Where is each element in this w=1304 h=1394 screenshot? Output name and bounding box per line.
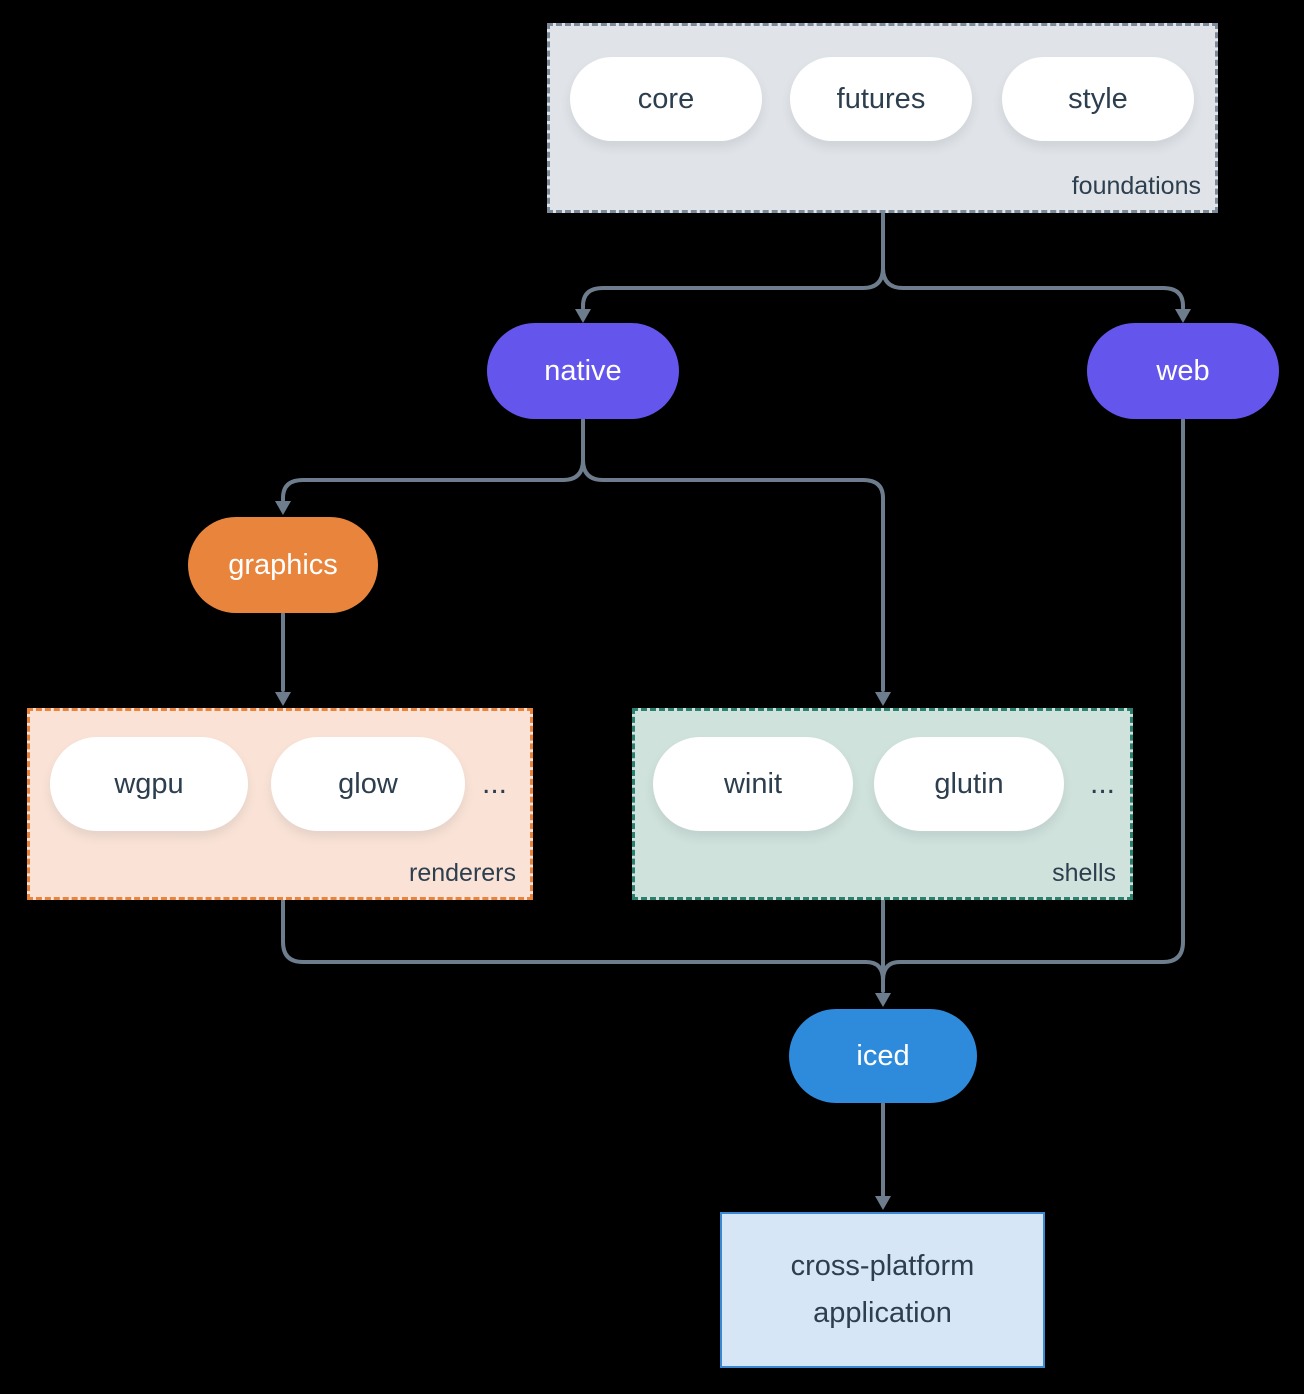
arrowhead-shells	[875, 692, 891, 706]
shells-group-label: shells	[1052, 859, 1116, 887]
pill-futures: futures	[790, 57, 972, 141]
pill-style: style	[1002, 57, 1194, 141]
pill-winit: winit	[653, 737, 853, 831]
node-web-label: web	[1156, 354, 1210, 387]
arrowhead-iced	[875, 993, 891, 1007]
application-label-line2: application	[813, 1297, 952, 1329]
node-graphics-label: graphics	[228, 548, 338, 581]
pill-futures-label: futures	[836, 82, 926, 115]
application-box: cross-platform application	[720, 1212, 1045, 1368]
node-native: native	[487, 323, 679, 419]
pill-core-label: core	[637, 82, 695, 115]
application-label-line1: cross-platform	[790, 1250, 975, 1282]
node-iced-label: iced	[856, 1039, 910, 1072]
foundations-group: core futures style foundations	[547, 23, 1218, 213]
node-iced: iced	[789, 1009, 977, 1103]
renderers-group: wgpu glow ... renderers	[27, 708, 533, 900]
arrowhead-application	[875, 1196, 891, 1210]
arrowhead-renderers	[275, 692, 291, 706]
node-graphics: graphics	[188, 517, 378, 613]
pill-glow: glow	[271, 737, 465, 831]
pill-core: core	[570, 57, 762, 141]
node-native-label: native	[544, 354, 622, 387]
arrowhead-web	[1175, 309, 1191, 323]
pill-glutin-label: glutin	[934, 767, 1004, 800]
shells-ellipsis: ...	[1090, 767, 1116, 800]
arrowhead-native	[575, 309, 591, 323]
shells-group: winit glutin ... shells	[632, 708, 1133, 900]
pill-style-label: style	[1068, 82, 1128, 115]
edge-native-shells	[581, 458, 885, 692]
pill-wgpu-label: wgpu	[114, 767, 184, 800]
node-web: web	[1087, 323, 1279, 419]
pill-glow-label: glow	[338, 767, 398, 800]
edge-renderers-iced	[281, 899, 885, 982]
pill-glutin: glutin	[874, 737, 1064, 831]
foundations-group-label: foundations	[1071, 172, 1201, 200]
edge-foundations-native	[581, 266, 885, 310]
pill-wgpu: wgpu	[50, 737, 248, 831]
edge-native-graphics	[281, 458, 585, 502]
pill-winit-label: winit	[723, 767, 782, 800]
arrowhead-graphics	[275, 501, 291, 515]
renderers-ellipsis: ...	[482, 767, 508, 800]
edge-foundations-web	[881, 266, 1185, 310]
renderers-group-label: renderers	[409, 859, 516, 887]
